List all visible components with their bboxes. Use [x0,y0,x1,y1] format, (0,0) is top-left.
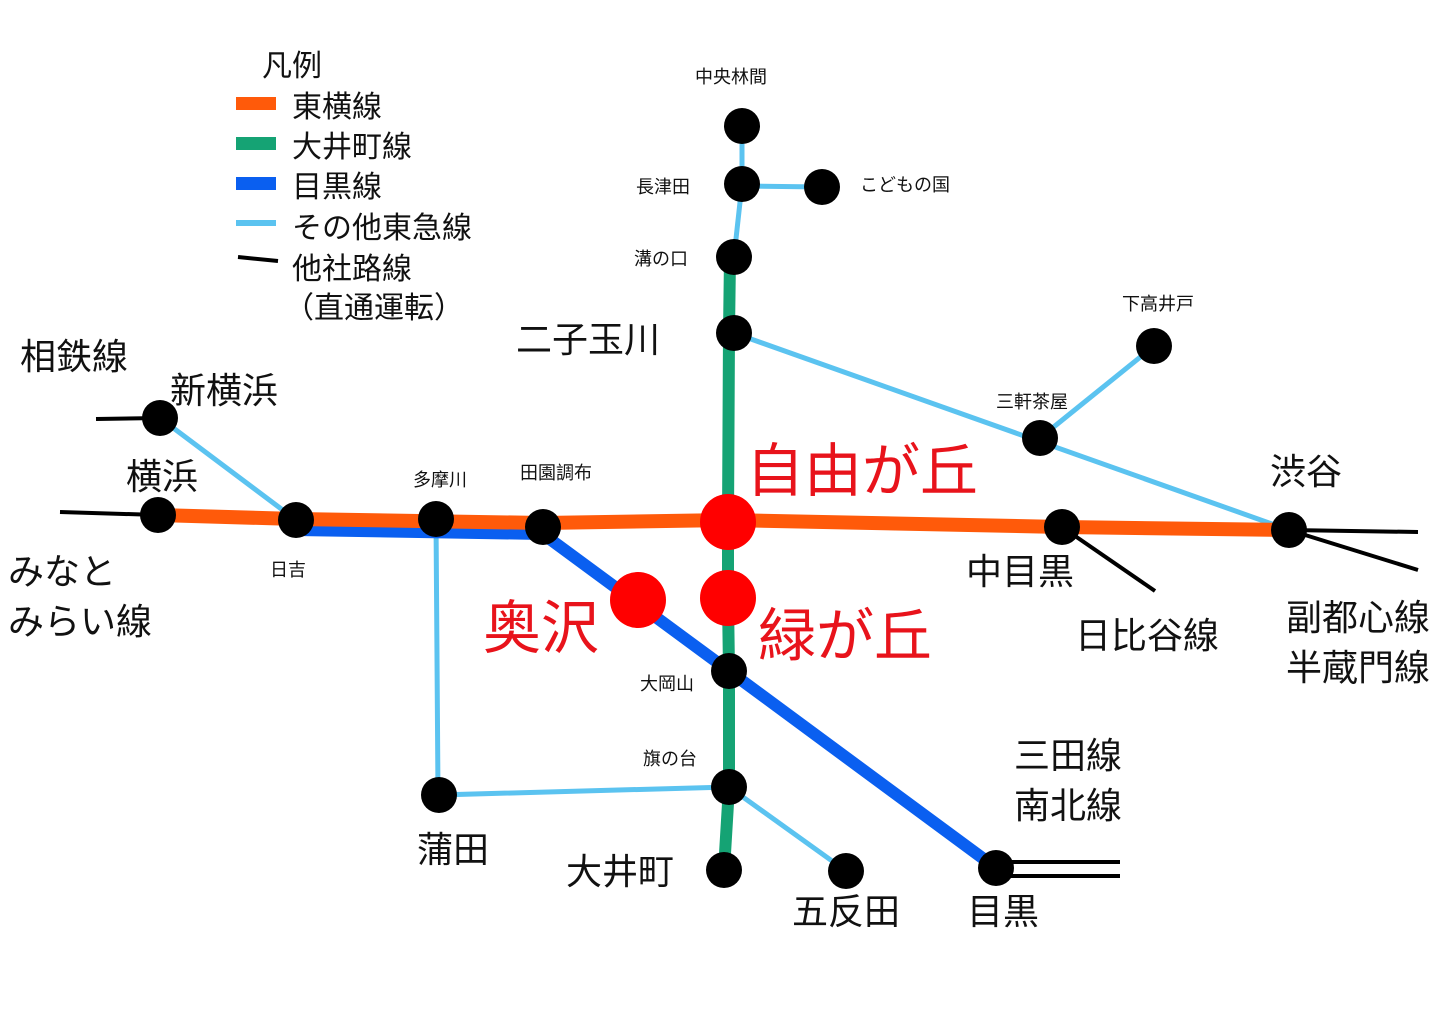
station-yokohama[interactable] [140,497,176,533]
station-labels: 中央林間 長津田 こどもの国 溝の口 二子玉川 下高井戸 三軒茶屋 渋谷 新横浜… [126,67,1342,933]
label-hibiya: 日比谷線 [1075,616,1219,657]
legend-label-oimachi: 大井町線 [292,130,412,165]
label-mizonokuchi: 溝の口 [634,249,688,270]
label-shimotakaido: 下高井戸 [1122,294,1194,315]
label-kamata: 蒲田 [417,830,489,871]
station-hiyoshi[interactable] [278,502,314,538]
ikegami-line [727,784,848,874]
legend-label-other-tokyu: その他東急線 [292,211,472,246]
station-kodomonokuni[interactable] [804,169,840,205]
station-jiyugaoka[interactable] [700,494,756,550]
label-hanzomon: 半蔵門線 [1286,648,1430,689]
toyoko-line [157,508,1290,537]
highlight-stations [610,494,756,628]
label-hatanodai: 旗の台 [643,749,697,770]
label-nanboku: 南北線 [1014,786,1122,827]
other-company-lines [59,416,1419,878]
legend-label-other-company: 他社路線 [292,252,412,287]
label-hiyoshi: 日吉 [270,560,306,581]
station-naka-meguro[interactable] [1044,509,1080,545]
legend-swatch-toyoko [236,97,276,110]
station-denenchofu[interactable] [525,509,561,545]
station-midorigaoka[interactable] [700,570,756,626]
other-line-labels: 相鉄線 みなと みらい線 日比谷線 副都心線 半蔵門線 三田線 南北線 [8,337,1430,827]
label-naka-meguro: 中目黒 [966,552,1074,593]
station-ookayama[interactable] [711,653,747,689]
legend-title: 凡例 [262,49,322,84]
legend-swatch-meguro [236,177,276,190]
station-hatanodai[interactable] [711,769,747,805]
label-minatomirai-2: みらい線 [8,602,152,643]
station-oimachi[interactable] [706,852,742,888]
legend-label-meguro: 目黒線 [292,170,382,205]
label-chuo-rinkan: 中央林間 [695,67,767,88]
label-shibuya: 渋谷 [1270,452,1342,493]
station-gotanda[interactable] [828,853,864,889]
station-okusawa[interactable] [610,572,666,628]
label-jiyugaoka: 自由が丘 [746,437,978,505]
legend-swatch-other-company [237,255,279,263]
label-tamagawa: 多摩川 [413,470,467,491]
legend-label-toyoko: 東横線 [292,90,382,125]
label-minatomirai-1: みなと [8,552,116,593]
highlight-labels: 自由が丘 奥沢 緑が丘 [483,437,978,670]
station-tamagawa[interactable] [418,501,454,537]
legend-swatch-oimachi [236,137,276,150]
station-shin-yokohama[interactable] [142,400,178,436]
label-meguro: 目黒 [967,892,1039,933]
hanzomon-line [1288,528,1419,572]
label-denenchofu: 田園調布 [520,463,592,484]
station-shimotakaido[interactable] [1136,328,1172,364]
station-sangenjaya[interactable] [1022,420,1058,456]
legend: 凡例 東横線 大井町線 目黒線 その他東急線 他社路線 （直通運転） [236,49,472,326]
hibiya-line [1060,525,1157,593]
label-gotanda: 五反田 [792,892,900,933]
station-kamata[interactable] [421,777,457,813]
station-shibuya[interactable] [1271,512,1307,548]
legend-swatch-other-tokyu [236,220,276,226]
label-shin-yokohama: 新横浜 [170,371,278,412]
label-mita: 三田線 [1014,736,1122,777]
label-oimachi: 大井町 [566,852,674,893]
station-mizonokuchi[interactable] [716,239,752,275]
station-chuo-rinkan[interactable] [724,108,760,144]
station-nagatsuta[interactable] [724,166,760,202]
label-midorigaoka: 緑が丘 [758,602,932,670]
label-sotetsu: 相鉄線 [20,337,128,378]
label-okusawa: 奥沢 [483,594,599,662]
label-fukutoshin: 副都心線 [1286,598,1430,639]
stations [140,108,1307,889]
label-futako-tamagawa: 二子玉川 [516,320,660,361]
fukutoshin-line [1288,528,1419,534]
label-nagatsuta: 長津田 [636,177,690,198]
label-sangenjaya: 三軒茶屋 [996,392,1068,413]
legend-note: （直通運転） [284,291,464,326]
label-ookayama: 大岡山 [640,674,694,695]
setagaya-line [1038,344,1156,440]
denentoshi-line-south [733,330,1290,533]
station-futako-tamagawa[interactable] [716,315,752,351]
label-kodomonokuni: こどもの国 [860,175,950,196]
shinyokohama-line [158,416,298,522]
label-yokohama: 横浜 [126,457,198,498]
station-meguro[interactable] [978,850,1014,886]
